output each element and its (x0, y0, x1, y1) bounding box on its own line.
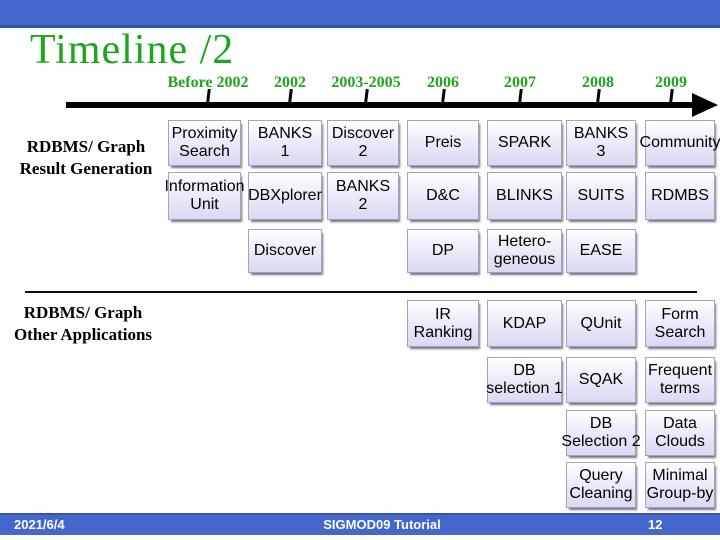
timeline-box-dp: DP (407, 229, 479, 273)
timeline-box-suits: SUITS (566, 172, 636, 220)
tick-mark (669, 88, 674, 103)
footer-bar: 2021/6/4 SIGMOD09 Tutorial 12 (0, 513, 720, 535)
timeline-box-rdmbs: RDMBS (645, 172, 715, 220)
timeline-box-db-selection-1: DB selection 1 (486, 357, 563, 403)
timeline-year-label: Before 2002 (167, 74, 249, 91)
slide-title: Timeline /2 (30, 27, 235, 73)
timeline-box-preis: Preis (407, 120, 479, 166)
tick-mark (518, 88, 523, 103)
timeline-box-minimal-group-by: Minimal Group-by (645, 462, 715, 508)
timeline-box-qunit: QUnit (566, 300, 636, 347)
timeline-box-banks-3: BANKS 3 (566, 120, 636, 166)
timeline-box-db-selection-2: DB Selection 2 (561, 410, 641, 456)
tick-mark (288, 88, 293, 103)
timeline-year-label: 2007 (504, 74, 536, 91)
timeline-box-proximity-search: Proximity Search (168, 120, 241, 166)
timeline-box-community: Community (640, 120, 720, 166)
timeline-box-d-c: D&C (407, 172, 479, 220)
page-number: 12 (648, 517, 663, 532)
timeline-year-label: 2008 (582, 74, 614, 91)
section-label-result-generation: RDBMS/ Graph Result Generation (19, 137, 153, 179)
timeline-year-label: 2009 (655, 74, 687, 91)
section-divider-line (25, 291, 697, 293)
footer-title: SIGMOD09 Tutorial (323, 517, 441, 532)
timeline-box-hetero-geneous: Hetero- geneous (487, 229, 562, 273)
timeline-box-discover: Discover (248, 229, 322, 273)
timeline-box-ir-ranking: IR Ranking (407, 300, 479, 347)
timeline-box-form-search: Form Search (645, 300, 715, 347)
tick-mark (596, 88, 601, 103)
timeline-box-banks-2: BANKS 2 (327, 172, 399, 220)
tick-mark (206, 88, 211, 103)
section-label-other-applications: RDBMS/ Graph Other Applications (13, 303, 153, 345)
footer-date: 2021/6/4 (14, 517, 65, 532)
timeline-box-dbxplorer: DBXplorer (248, 172, 322, 220)
timeline-year-label: 2006 (427, 74, 459, 91)
timeline-box-banks-1: BANKS 1 (248, 120, 322, 166)
timeline-year-label: 2002 (274, 74, 306, 91)
timeline-box-sqak: SQAK (566, 357, 636, 403)
timeline-line (66, 102, 696, 108)
timeline-box-information-unit: Information Unit (164, 172, 245, 220)
timeline-box-frequent-terms: Frequent terms (645, 357, 715, 403)
tick-mark (364, 88, 369, 103)
timeline-box-ease: EASE (566, 229, 636, 273)
timeline-box-blinks: BLINKS (487, 172, 562, 220)
timeline-box-query-cleaning: Query Cleaning (566, 462, 636, 508)
timeline-box-discover-2: Discover 2 (327, 120, 399, 166)
timeline-box-data-clouds: Data Clouds (645, 410, 715, 456)
timeline-year-label: 2003-2005 (331, 74, 401, 91)
tick-mark (441, 88, 446, 103)
timeline-box-spark: SPARK (487, 120, 562, 166)
timeline-box-kdap: KDAP (487, 300, 562, 347)
arrow-right-icon (692, 93, 718, 117)
top-accent-bar (0, 0, 720, 28)
